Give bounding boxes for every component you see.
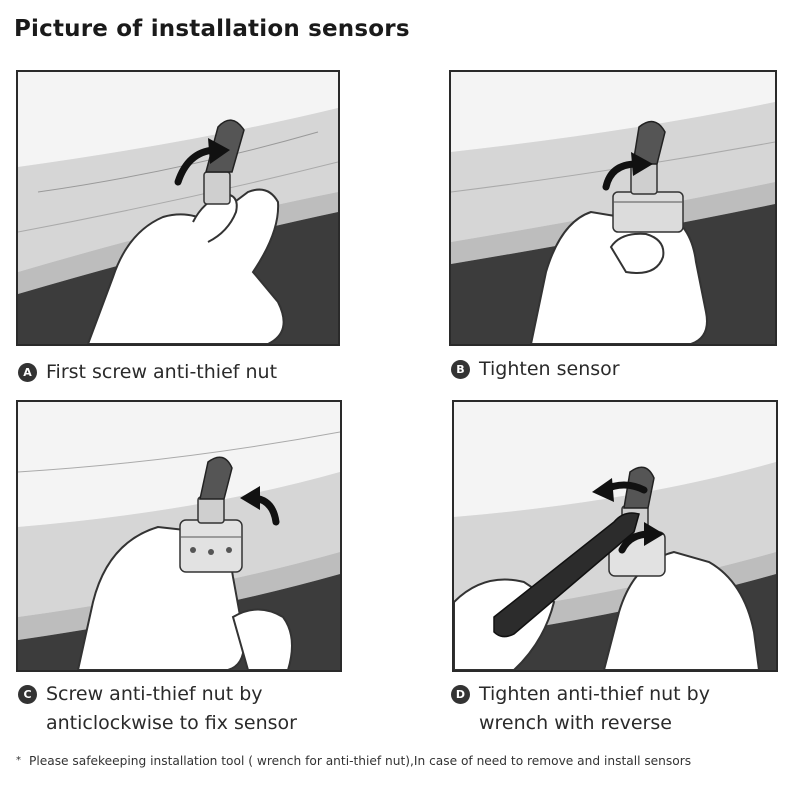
illustration-tighten-sensor: [451, 72, 775, 344]
step-c-line-1: Screw anti-thief nut by: [46, 683, 263, 705]
illustration-panel-c: [16, 400, 342, 672]
illustration-panel-d: [452, 400, 778, 672]
step-d-line-2: wrench with reverse: [479, 712, 672, 734]
step-badge-d: D: [451, 685, 470, 704]
step-badge-b: B: [451, 360, 470, 379]
page-title: Picture of installation sensors: [14, 16, 410, 42]
step-b-line-1: Tighten sensor: [479, 358, 620, 380]
illustration-screw-nut-anticlockwise: [18, 402, 340, 670]
footnote-text: Please safekeeping installation tool ( w…: [29, 754, 692, 768]
step-badge-c: C: [18, 685, 37, 704]
illustration-wrench-tighten: [454, 402, 776, 670]
step-badge-a: A: [18, 363, 37, 382]
step-a-line-1: First screw anti-thief nut: [46, 361, 278, 383]
step-caption-c: C Screw anti-thief nut by anticlockwise …: [18, 680, 297, 738]
step-c-line-2: anticlockwise to fix sensor: [46, 712, 297, 734]
footnote: * Please safekeeping installation tool ( …: [16, 754, 691, 768]
step-caption-d: D Tighten anti-thief nut by wrench with …: [451, 680, 710, 738]
footnote-marker: *: [16, 755, 21, 766]
step-d-line-1: Tighten anti-thief nut by: [479, 683, 710, 705]
illustration-first-screw-nut: [18, 72, 338, 344]
step-caption-a: A First screw anti-thief nut: [18, 358, 277, 387]
illustration-panel-a: [16, 70, 340, 346]
step-caption-b: B Tighten sensor: [451, 355, 620, 384]
illustration-panel-b: [449, 70, 777, 346]
